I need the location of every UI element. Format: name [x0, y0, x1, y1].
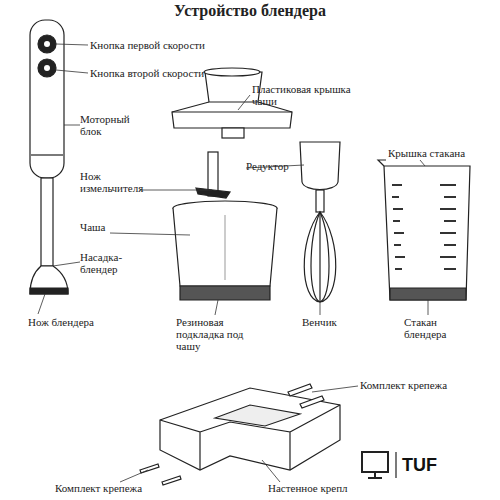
gear-box	[300, 142, 340, 190]
whisk-wire	[319, 212, 320, 302]
hand-blender	[30, 20, 68, 294]
knife-blade	[196, 188, 230, 198]
leader-line	[262, 460, 280, 482]
leader-line	[215, 300, 218, 315]
leader-line	[53, 262, 80, 266]
blender-knife	[30, 288, 68, 294]
part-label: Моторный блок	[80, 113, 132, 137]
monitor	[362, 452, 388, 472]
measuring-cup	[378, 160, 470, 300]
part-label: Пластиковая крышка чаши	[252, 83, 357, 107]
leader-line	[312, 386, 358, 392]
whisk-wire	[304, 212, 336, 302]
brand-logo: TUF	[402, 455, 462, 475]
cup-spout	[378, 160, 386, 166]
dowel	[300, 396, 324, 408]
speed-button	[38, 59, 56, 77]
scale-marks	[392, 185, 405, 269]
screw	[162, 476, 181, 485]
button-dot	[44, 65, 50, 71]
body-seam	[31, 154, 63, 155]
monitor-stand	[368, 477, 382, 479]
leader-line	[38, 294, 45, 314]
leader-line	[238, 95, 250, 110]
scale-marks	[440, 185, 456, 269]
blender-shaft	[41, 178, 53, 266]
lid-hub	[222, 128, 244, 138]
leader-line	[428, 300, 429, 315]
rubber-pad	[180, 286, 270, 300]
leader-line	[420, 160, 425, 166]
part-label: Нож измельчителя	[80, 170, 155, 194]
part-label: Чаша	[80, 221, 140, 233]
leader-line	[56, 44, 88, 45]
bowl-spindle	[224, 215, 225, 280]
part-label: Настенное крепл	[268, 482, 368, 494]
logo-icon	[362, 452, 396, 478]
leader-line	[120, 470, 148, 482]
part-label: Венчик	[302, 316, 362, 328]
lid-top-rim	[204, 68, 260, 76]
part-label: Комплект крепежа	[55, 482, 175, 494]
cup-body	[384, 166, 470, 300]
whisk	[300, 142, 340, 302]
lid-disk	[172, 112, 292, 128]
part-label: Комплект крепежа	[360, 379, 480, 391]
mount-edge	[160, 405, 340, 470]
part-label: Крышка стакана	[388, 147, 498, 159]
speed-button	[38, 35, 56, 53]
leader-line	[110, 233, 190, 235]
wall-mount	[160, 388, 340, 470]
dowel	[288, 384, 312, 396]
cup-base	[390, 288, 466, 300]
part-label: Кнопка первой скорости	[90, 39, 240, 51]
mount-slot	[215, 405, 300, 426]
mount-body	[160, 388, 340, 470]
leader-line	[64, 125, 80, 126]
chopper-bowl	[173, 201, 277, 300]
chopper-knife	[196, 152, 230, 198]
diagram-title: Устройство блендера	[0, 2, 500, 20]
part-label: Нож блендера	[28, 316, 128, 328]
part-label: Насадка-блендер	[80, 251, 132, 275]
leader-lines	[38, 44, 428, 482]
part-label: Редуктор	[246, 160, 306, 172]
button-dot	[44, 41, 50, 47]
leader-line	[56, 70, 88, 73]
part-label: Стакан блендера	[404, 316, 464, 340]
whisk-shaft	[316, 190, 324, 212]
part-label: Кнопка второй скорости	[90, 67, 240, 79]
leader-line	[320, 302, 321, 315]
blender-head	[30, 266, 68, 294]
logo-divider	[395, 452, 396, 478]
screw	[140, 464, 159, 473]
part-label: Резиновая подкладка под чашу	[176, 316, 258, 352]
fasteners	[140, 384, 324, 485]
leader-line	[140, 190, 212, 191]
cup-scale	[392, 185, 456, 269]
bowl-wall	[173, 208, 277, 286]
whisk-wire	[311, 212, 329, 302]
